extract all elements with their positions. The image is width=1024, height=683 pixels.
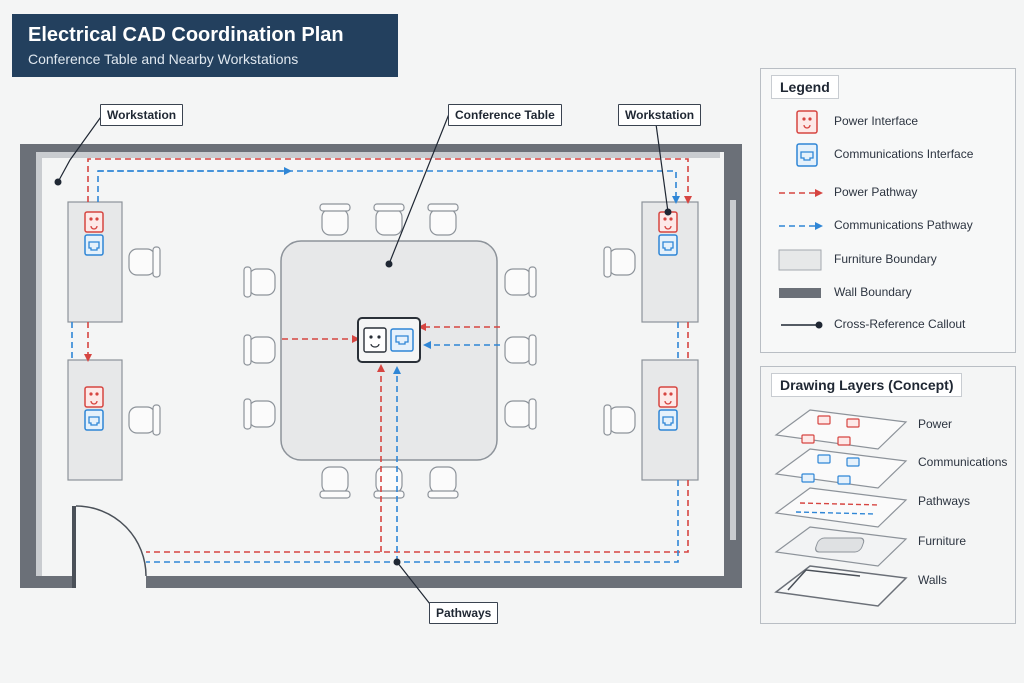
legend-label: Power Pathway <box>834 185 918 199</box>
legend-item-power-interface: Power Interface <box>777 109 1017 135</box>
legend-item-power-pathway: Power Pathway <box>777 180 1017 206</box>
communications-pathways <box>71 167 680 563</box>
legend-item-communications-interface: Communications Interface <box>777 142 1017 168</box>
legend-label: Communications Pathway <box>834 218 973 232</box>
legend-label: Wall Boundary <box>834 285 912 299</box>
layer-label-pathways: Pathways <box>918 494 971 508</box>
furniture-swatch-icon <box>778 249 822 271</box>
legend-panel: Legend Power Interface Communications In… <box>760 68 1016 353</box>
page-title: Electrical CAD Coordination Plan <box>28 24 344 46</box>
red-dashed-arrow-icon <box>779 189 823 197</box>
legend-item-communications-pathway: Communications Pathway <box>777 213 1017 239</box>
title-block: Electrical CAD Coordination Plan Confere… <box>12 14 398 77</box>
legend-item-furniture-boundary: Furniture Boundary <box>777 247 1017 273</box>
callout-workstation-right: Workstation <box>618 104 702 126</box>
door-swing <box>72 505 147 588</box>
blue-dashed-arrow-icon <box>779 222 823 230</box>
layer-label-walls: Walls <box>918 573 947 587</box>
legend-label: Cross-Reference Callout <box>834 317 966 331</box>
legend-label: Furniture Boundary <box>834 252 937 266</box>
workstation-desks <box>67 201 699 481</box>
legend-item-cross-reference-callout: Cross-Reference Callout <box>777 312 1017 338</box>
power-pathways <box>84 158 692 553</box>
data-port-icon <box>796 143 818 167</box>
callout-leader-icon <box>781 321 823 329</box>
legend-label: Communications Interface <box>834 147 974 161</box>
legend-item-wall-boundary: Wall Boundary <box>777 280 1017 306</box>
layer-label-communications: Communications <box>918 455 1008 469</box>
layer-label-furniture: Furniture <box>918 534 967 548</box>
page-subtitle: Conference Table and Nearby Workstations <box>28 51 299 67</box>
wall-swatch-icon <box>779 288 821 298</box>
layer-label-power: Power <box>918 417 953 431</box>
table-floor-box <box>357 317 421 363</box>
legend-title: Legend <box>771 75 839 99</box>
callout-workstation-left: Workstation <box>100 104 184 126</box>
layers-title: Drawing Layers (Concept) <box>771 373 963 397</box>
legend-label: Power Interface <box>834 114 919 128</box>
callout-conference-table: Conference Table <box>448 104 562 126</box>
wall-boundary <box>20 144 742 588</box>
layer-stack <box>774 409 908 607</box>
power-outlet-icon <box>796 110 818 134</box>
callout-pathways: Pathways <box>429 602 499 624</box>
callout-leaders <box>57 113 669 605</box>
layers-panel: Drawing Layers (Concept) <box>760 366 1016 624</box>
